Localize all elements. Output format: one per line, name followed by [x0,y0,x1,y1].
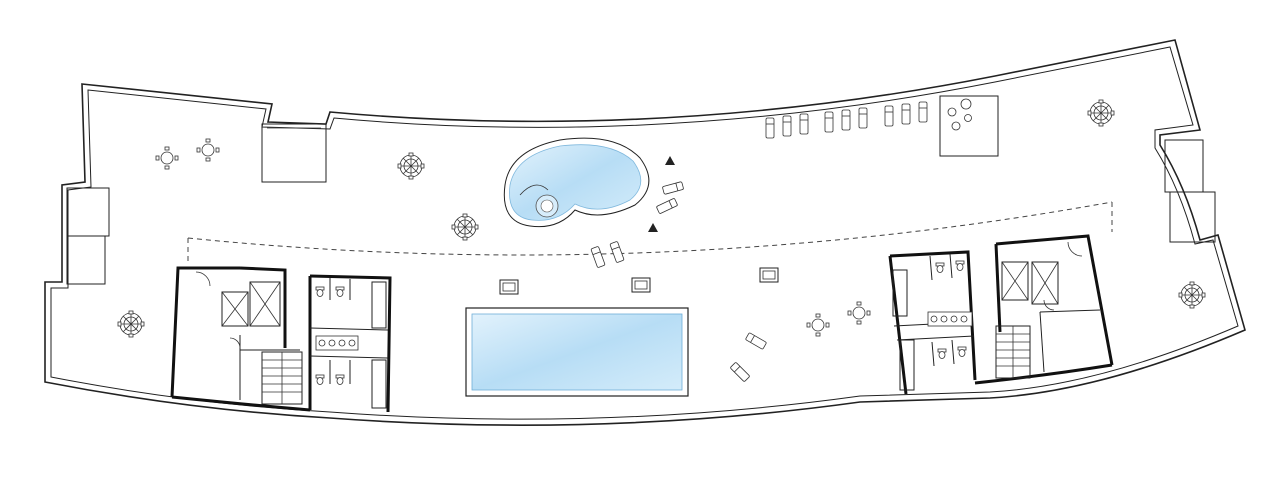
free-form-pool [503,137,650,228]
sun-lounger-icon [841,109,851,131]
sun-lounger-icon [918,101,928,123]
elevator-icon [221,291,249,327]
planter [759,267,779,283]
sun-lounger-icon [609,240,625,264]
toilet-icon [315,374,325,385]
cafe-table-icon [847,301,871,325]
left-restroom-block [308,274,392,413]
sun-lounger-icon [884,105,894,127]
sun-lounger-icon [799,113,809,135]
lap-pool [465,307,689,397]
toilet-icon [335,286,345,297]
right-service-box [939,95,999,157]
planter-icon [648,156,675,232]
umbrella-table-icon [117,310,145,338]
stair-icon [261,351,303,405]
stair-icon [995,325,1031,379]
elevator-icon [249,281,281,327]
sun-lounger-icon [744,332,768,350]
toilet-icon [937,348,947,359]
sun-lounger-icon [661,181,685,195]
left-side-panel-2 [66,235,106,285]
cafe-table-icon [155,146,179,170]
umbrella-table-icon [1178,281,1206,309]
umbrella-table-icon [451,213,479,241]
cafe-table-icon [806,313,830,337]
canopy-line [187,201,1113,256]
jacuzzi-icon [947,98,972,131]
outer-wall [44,39,1246,426]
toilet-icon [955,260,965,271]
sun-lounger-icon [655,197,679,215]
left-service-box [261,123,327,183]
cafe-table-icon [196,138,220,162]
sun-lounger-icon [729,361,751,383]
sun-lounger-icon [824,111,834,133]
umbrella-table-icon [1087,99,1115,127]
right-restroom-block [888,250,977,395]
right-side-panel [1164,139,1204,193]
sun-lounger-icon [765,117,775,139]
toilet-icon [315,286,325,297]
sun-lounger-icon [782,115,792,137]
planter [499,279,519,295]
elevator-icon [1001,261,1029,301]
left-side-panel [66,187,110,237]
toilet-icon [335,374,345,385]
sun-lounger-icon [901,103,911,125]
planter [631,277,651,293]
right-side-panel-2 [1169,191,1216,243]
left-core [170,266,311,412]
sun-lounger-icon [858,107,868,129]
right-core [974,234,1114,385]
sun-lounger-icon [590,245,606,269]
toilet-icon [957,346,967,357]
umbrella-table-icon [397,152,425,180]
toilet-icon [935,262,945,273]
